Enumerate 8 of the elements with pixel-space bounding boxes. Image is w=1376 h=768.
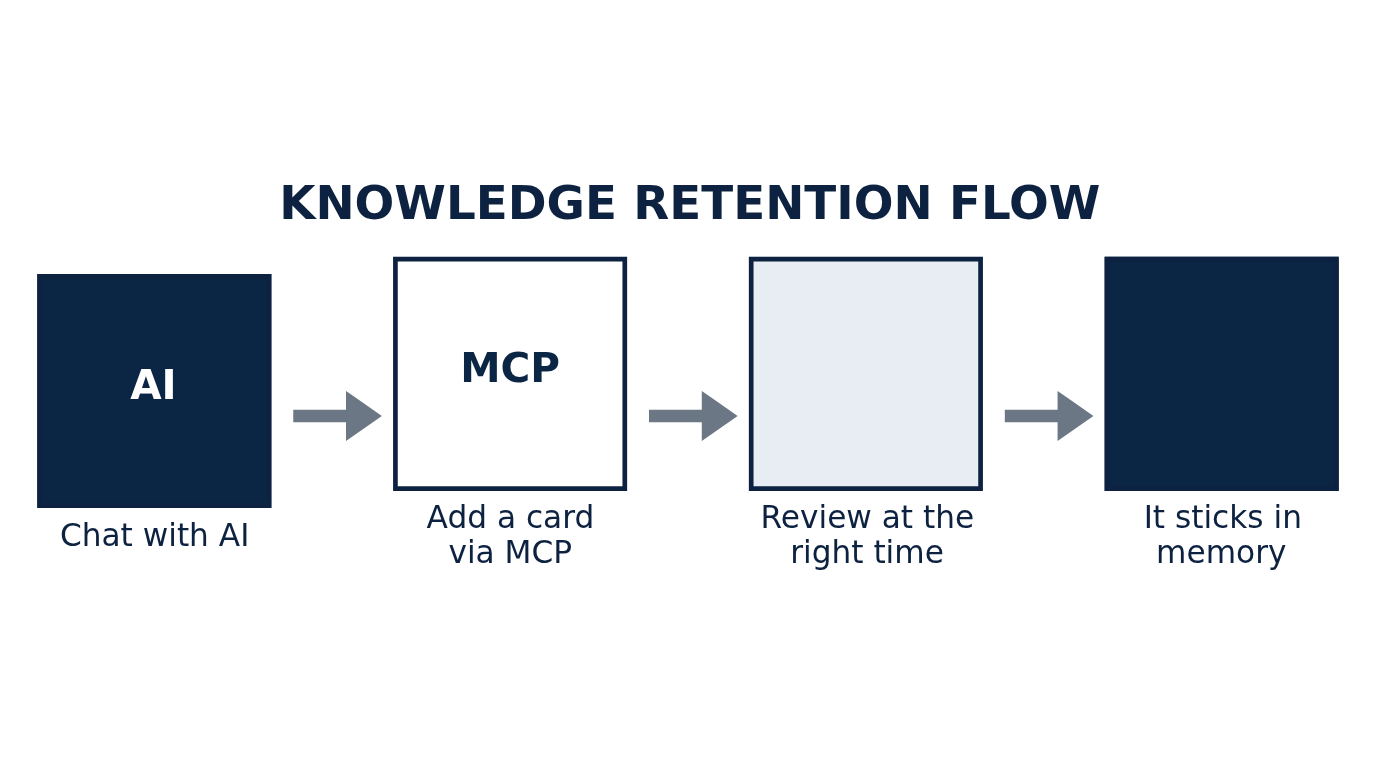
diagram-title: KNOWLEDGE RETENTION FLOW — [279, 176, 1101, 231]
node-label: It sticks in memory — [1143, 499, 1302, 570]
node-label: Chat with AI — [59, 516, 250, 553]
arrow — [1004, 390, 1094, 442]
node-label: Add a card via MCP — [426, 499, 595, 570]
node-label: Review at the right time — [760, 499, 975, 570]
arrow — [649, 390, 738, 442]
arrow — [293, 390, 382, 442]
